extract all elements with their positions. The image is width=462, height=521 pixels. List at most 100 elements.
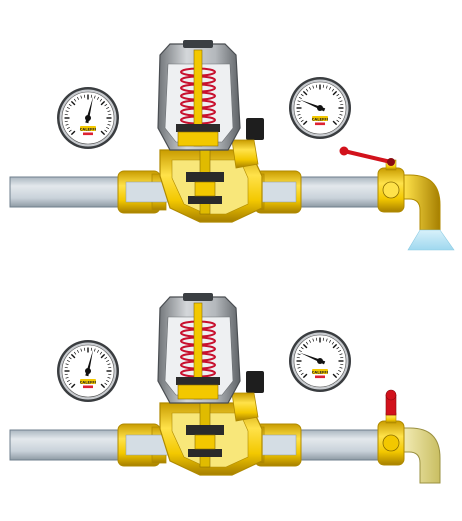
gauge-minor-tick	[297, 100, 301, 102]
valve-shutter	[194, 434, 216, 450]
gauge-minor-tick	[298, 369, 302, 372]
gauge-minor-tick	[336, 119, 340, 123]
gauge-minor-tick	[331, 88, 335, 92]
adjust-knob	[183, 40, 213, 48]
gauge-minor-tick	[326, 338, 328, 342]
inlet-pipe	[9, 429, 123, 461]
gauge-minor-tick	[99, 98, 103, 102]
gauge-hub	[317, 105, 323, 111]
outlet-pipe	[299, 429, 391, 461]
gauge-minor-tick	[297, 353, 301, 355]
gauge-major-tick	[332, 90, 338, 96]
gauge-major-tick	[302, 373, 308, 379]
gauge-major-tick	[70, 100, 76, 106]
gauge-minor-tick	[65, 124, 69, 126]
gauge-minor-tick	[312, 338, 314, 342]
gauge-major-tick	[70, 353, 76, 359]
gauge-minor-tick	[77, 96, 80, 100]
gauge-minor-tick	[80, 348, 82, 352]
diaphragm-plate	[177, 384, 219, 400]
gauge-minor-tick	[107, 124, 111, 126]
gauge-minor-tick	[305, 88, 309, 92]
gauge-red-mark	[315, 375, 325, 379]
gauge-major-tick	[332, 120, 338, 126]
gauge-port-plug	[246, 371, 264, 393]
gauge-minor-tick	[65, 110, 69, 112]
gauge-minor-tick	[104, 382, 108, 386]
gauge-minor-tick	[300, 93, 304, 97]
gauge-brand-plate	[312, 369, 328, 374]
gauge-major-tick	[332, 373, 338, 379]
gauge-brand-text: CALEFFI	[312, 370, 328, 374]
gauge-brand-plate	[312, 116, 328, 121]
gauge-major-tick	[100, 353, 106, 359]
gauge-minor-tick	[107, 363, 111, 365]
ball-valve-icon	[339, 146, 395, 166]
ball-valve-ball	[382, 181, 400, 199]
gauge-brand-text: CALEFFI	[80, 127, 96, 131]
gauge-minor-tick	[68, 382, 72, 386]
gauge-hub	[85, 368, 91, 374]
gauge-red-mark	[83, 385, 93, 389]
gauge-major-tick	[100, 383, 106, 389]
gauge-brand-text: CALEFFI	[80, 380, 96, 384]
gauge-minor-tick	[66, 379, 70, 382]
outlet-pressure-gauge-icon: CALEFFI	[289, 330, 351, 392]
gauge-minor-tick	[338, 116, 342, 119]
inlet-pipe	[9, 176, 123, 208]
gauge-minor-tick	[65, 377, 69, 379]
gauge-minor-tick	[339, 114, 343, 116]
gauge-red-mark	[83, 132, 93, 136]
gauge-minor-tick	[305, 341, 309, 345]
gauge-minor-tick	[68, 356, 72, 360]
gauge-minor-tick	[94, 348, 96, 352]
gauge-minor-tick	[331, 341, 335, 345]
gauge-minor-tick	[96, 349, 99, 353]
valve-handle-lever	[342, 149, 393, 164]
gauge-minor-tick	[77, 349, 80, 353]
gauge-minor-tick	[107, 110, 111, 112]
valve-handle-knob	[339, 146, 349, 156]
gauge-minor-tick	[336, 346, 340, 350]
gauge-hub	[85, 115, 91, 121]
gauge-minor-tick	[309, 86, 312, 90]
gauge-minor-tick	[300, 346, 304, 350]
gauge-minor-tick	[99, 351, 103, 355]
gauge-minor-tick	[338, 97, 342, 100]
diaphragm	[176, 377, 220, 385]
gauge-minor-tick	[309, 339, 312, 343]
gauge-brand-plate	[80, 126, 96, 131]
gauge-minor-tick	[106, 360, 110, 363]
gauge-minor-tick	[65, 363, 69, 365]
gauge-minor-tick	[328, 86, 331, 90]
gauge-major-tick	[302, 343, 308, 349]
adjust-knob	[183, 293, 213, 301]
outlet-pressure-gauge-icon: CALEFFI	[289, 77, 351, 139]
gauge-minor-tick	[339, 353, 343, 355]
gauge-minor-tick	[80, 95, 82, 99]
gauge-hub	[317, 358, 323, 364]
gauge-minor-tick	[338, 350, 342, 353]
water-spray-icon	[407, 229, 455, 251]
gauge-minor-tick	[106, 379, 110, 382]
valve-piston	[188, 196, 222, 204]
ball-valve-icon	[385, 389, 397, 416]
gauge-minor-tick	[300, 372, 304, 376]
gauge-major-tick	[302, 120, 308, 126]
inlet-pressure-gauge-icon: CALEFFI	[57, 87, 119, 149]
gauge-minor-tick	[298, 116, 302, 119]
gauge-minor-tick	[298, 350, 302, 353]
gauge-minor-tick	[339, 367, 343, 369]
gauge-minor-tick	[66, 126, 70, 129]
outlet-pipe	[299, 176, 391, 208]
top-scene: CALEFFI CALEFFI	[9, 40, 455, 251]
gauge-minor-tick	[96, 96, 99, 100]
bottom-scene: CALEFFI CALEFFI	[9, 293, 441, 484]
gauge-major-tick	[70, 383, 76, 389]
gauge-red-mark	[315, 122, 325, 126]
gauge-major-tick	[332, 343, 338, 349]
valve-piston	[188, 449, 222, 457]
gauge-brand-text: CALEFFI	[312, 117, 328, 121]
gauge-minor-tick	[297, 114, 301, 116]
